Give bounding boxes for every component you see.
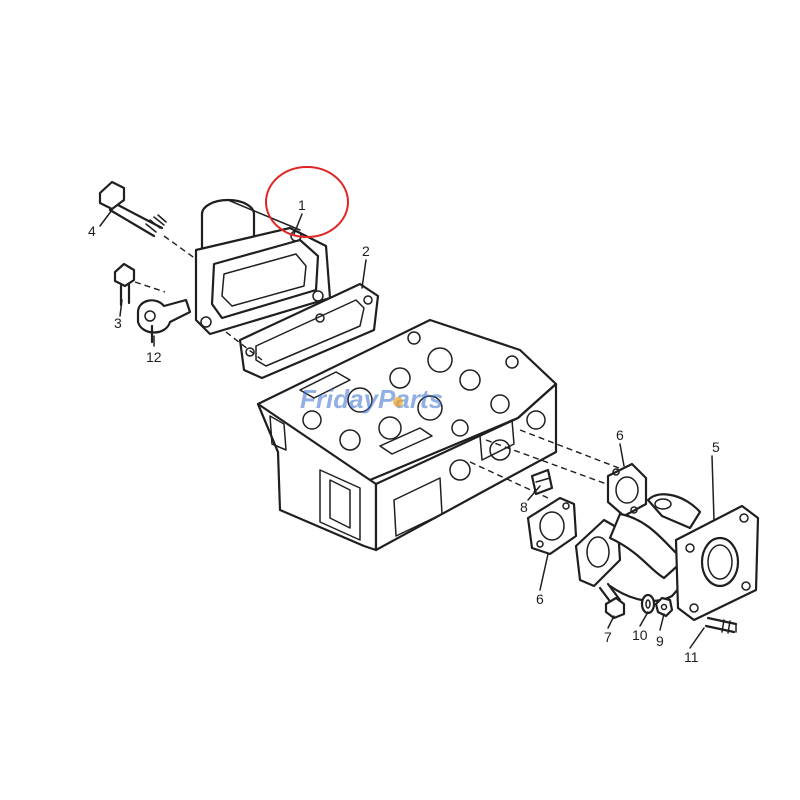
part-label-9: 9	[656, 633, 664, 649]
nut-part-9	[654, 596, 674, 618]
part-label-6-upper: 6	[616, 427, 624, 443]
part-label-12: 12	[146, 349, 162, 365]
gasket-part-2	[225, 282, 380, 380]
part-label-1: 1	[298, 197, 306, 213]
part-labels: 1 2 3 4 5 6 6 7 8 9 10 11 12	[88, 197, 720, 665]
highlight-circle	[265, 166, 349, 238]
watermark-logo: FridayParts	[300, 384, 443, 414]
part-label-6-lower: 6	[536, 591, 544, 607]
exhaust-elbow-part-5	[574, 493, 760, 622]
gasket-part-6-upper	[606, 462, 648, 518]
cylinder-head-block	[256, 318, 558, 552]
part-label-11: 11	[684, 649, 699, 665]
leader-line	[519, 429, 651, 481]
watermark-text: FridayParts	[300, 384, 443, 414]
leader-line	[485, 439, 613, 487]
stud-part-11	[704, 616, 738, 634]
clip-part-12	[136, 298, 192, 344]
part-label-3: 3	[114, 315, 122, 331]
bolt-part-7	[598, 582, 626, 620]
stud-part-8	[530, 468, 554, 496]
part-label-8: 8	[520, 499, 528, 515]
part-label-5: 5	[712, 439, 720, 455]
bolt-part-3	[113, 262, 166, 307]
part-label-7: 7	[604, 629, 612, 645]
gasket-part-6-lower	[526, 496, 578, 556]
housing-part-1	[194, 198, 332, 336]
label-leaders	[99, 209, 715, 649]
washer-part-10	[640, 593, 656, 615]
part-label-4: 4	[88, 223, 96, 239]
watermark-accent-dot	[393, 397, 403, 407]
part-label-2: 2	[362, 243, 370, 259]
part-label-10: 10	[632, 627, 648, 643]
bolt-part-4	[98, 180, 201, 263]
